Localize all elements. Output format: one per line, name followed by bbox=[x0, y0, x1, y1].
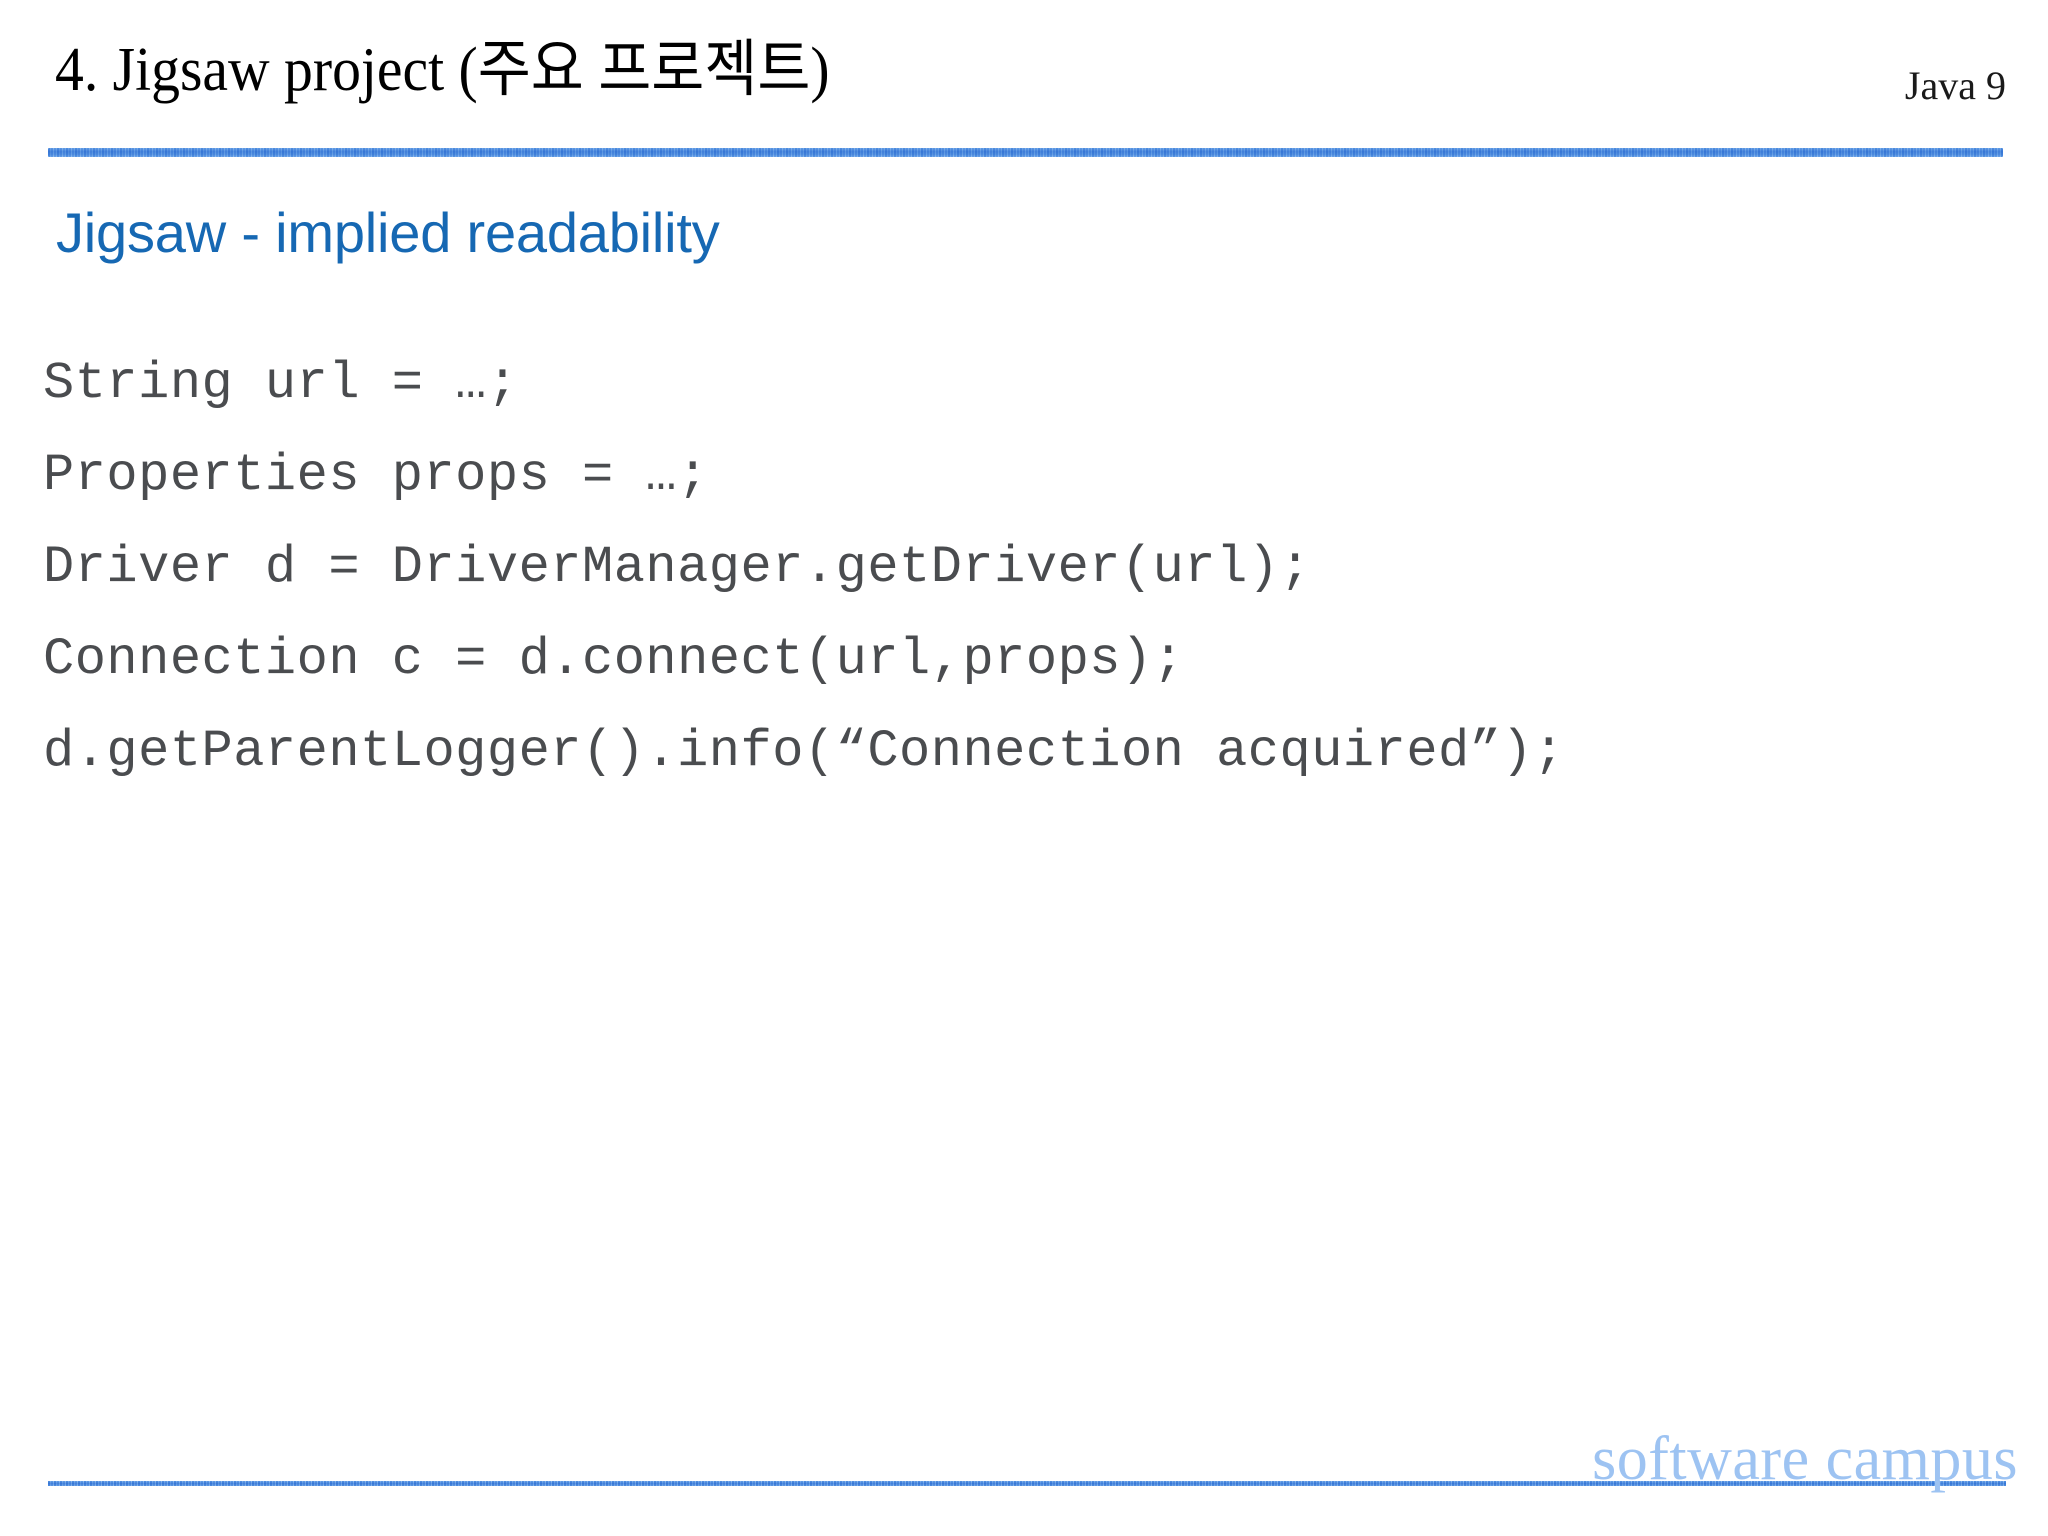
code-line: Connection c = d.connect(url,props); bbox=[43, 630, 1185, 689]
footer-divider-rule bbox=[48, 1481, 2006, 1486]
brand-wordmark: software campus bbox=[1592, 1425, 2018, 1493]
code-line: Driver d = DriverManager.getDriver(url); bbox=[43, 538, 1312, 597]
title-divider-rule bbox=[48, 148, 2003, 157]
code-line: String url = …; bbox=[43, 354, 519, 413]
section-subtitle: Jigsaw - implied readability bbox=[56, 201, 720, 264]
code-block: String url = …; Properties props = …; Dr… bbox=[43, 338, 2003, 798]
slide-topic-tag: Java 9 bbox=[1904, 63, 2006, 108]
code-line: Properties props = …; bbox=[43, 446, 709, 505]
code-line: d.getParentLogger().info(“Connection acq… bbox=[43, 722, 1565, 781]
page-title: 4. Jigsaw project (주요 프로젝트) bbox=[55, 36, 830, 104]
